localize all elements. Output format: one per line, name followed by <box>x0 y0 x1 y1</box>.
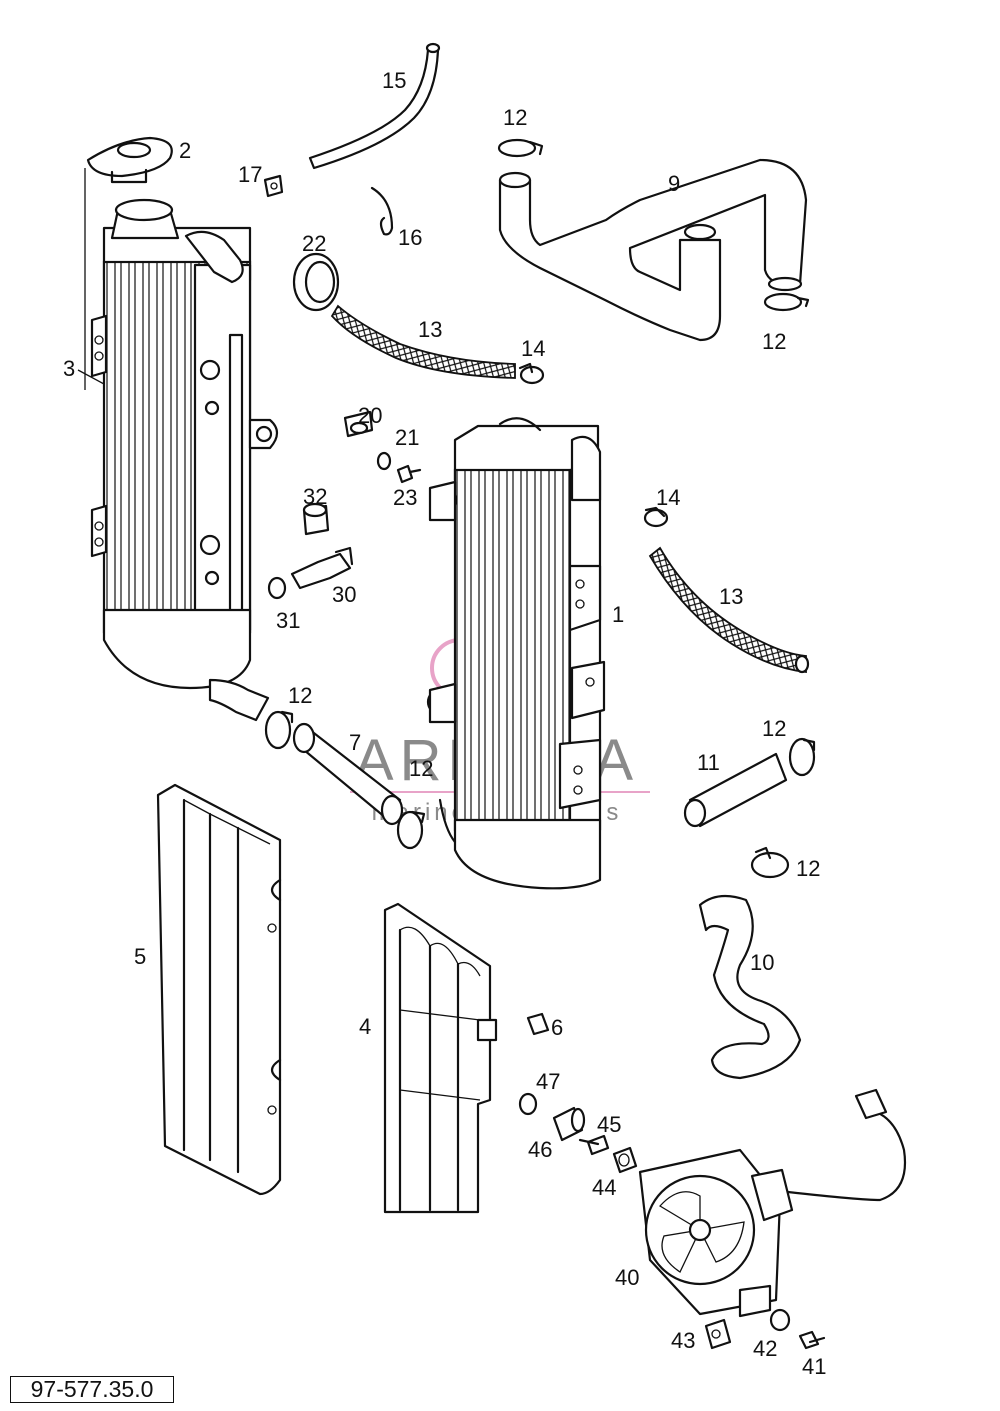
seal-ring <box>292 252 340 312</box>
radiator-shroud-left <box>156 783 282 1196</box>
callout-44: 44 <box>592 1175 616 1200</box>
washer <box>376 451 392 471</box>
braided-hose-right <box>648 546 807 674</box>
hose-clamp <box>264 710 294 750</box>
rubber-grommet <box>343 410 374 438</box>
callout-41: 41 <box>802 1354 826 1379</box>
bolt <box>578 1134 610 1156</box>
callout-31: 31 <box>276 608 300 633</box>
callout-47: 47 <box>536 1069 560 1094</box>
callout-45: 45 <box>597 1112 621 1137</box>
callout-15: 15 <box>382 68 406 93</box>
hose-clamp <box>750 846 790 879</box>
screw <box>396 464 422 484</box>
callout-1: 1 <box>612 602 624 627</box>
plug-cap <box>302 502 330 536</box>
rubber-washer <box>769 1308 791 1332</box>
callout-21: 21 <box>395 425 419 450</box>
callout-46: 46 <box>528 1137 552 1162</box>
callout-9: 9 <box>668 171 680 196</box>
callout-32: 32 <box>303 484 327 509</box>
clamp-right <box>643 506 669 528</box>
braided-hose-upper <box>330 304 516 379</box>
callout-12: 12 <box>762 329 786 354</box>
callout-3: 3 <box>63 356 75 381</box>
spacer-sleeve <box>552 1106 586 1142</box>
clip-nut <box>526 1012 550 1036</box>
callout-7: 7 <box>349 730 361 755</box>
callout-43: 43 <box>671 1328 695 1353</box>
hose-y <box>498 158 808 342</box>
callout-12: 12 <box>762 716 786 741</box>
hose-clamp <box>396 810 426 850</box>
callout-12: 12 <box>288 683 312 708</box>
hose-clamp <box>763 292 810 312</box>
washer <box>518 1092 538 1116</box>
diagram-reference-number: 97-577.35.0 <box>10 1376 174 1403</box>
leader-line <box>77 369 105 385</box>
callout-40: 40 <box>615 1265 639 1290</box>
callout-12: 12 <box>796 856 820 881</box>
radiator-right <box>426 417 606 890</box>
callout-16: 16 <box>398 225 422 250</box>
callout-17: 17 <box>238 162 262 187</box>
radiator-shroud-right <box>383 902 498 1214</box>
callout-42: 42 <box>753 1336 777 1361</box>
callout-12: 12 <box>503 105 527 130</box>
clamp-upper <box>518 362 545 385</box>
radiator-cap <box>86 136 173 184</box>
nut <box>612 1146 638 1174</box>
callout-14: 14 <box>656 485 680 510</box>
callout-12: 12 <box>409 756 433 781</box>
cooling-fan <box>638 1088 906 1318</box>
hose-clip <box>370 186 394 236</box>
callout-22: 22 <box>302 231 326 256</box>
callout-13: 13 <box>719 584 743 609</box>
hose-clamp <box>788 737 816 777</box>
hose-clamp <box>497 138 544 158</box>
callout-11: 11 <box>697 750 720 775</box>
callout-23: 23 <box>393 485 417 510</box>
callout-30: 30 <box>332 582 356 607</box>
temperature-sensor <box>290 546 354 590</box>
callout-5: 5 <box>134 944 146 969</box>
o-ring <box>267 576 287 600</box>
callout-14: 14 <box>521 336 545 361</box>
screw-small <box>263 174 284 198</box>
screw <box>798 1330 826 1350</box>
mounting-bracket <box>704 1318 732 1350</box>
callout-4: 4 <box>359 1014 371 1039</box>
hose-small <box>308 48 440 170</box>
callout-2: 2 <box>179 138 191 163</box>
callout-13: 13 <box>418 317 442 342</box>
bent-hose <box>698 894 802 1080</box>
callout-6: 6 <box>551 1015 563 1040</box>
callout-10: 10 <box>750 950 774 975</box>
callout-20: 20 <box>358 403 382 428</box>
radiator-left <box>90 198 279 722</box>
